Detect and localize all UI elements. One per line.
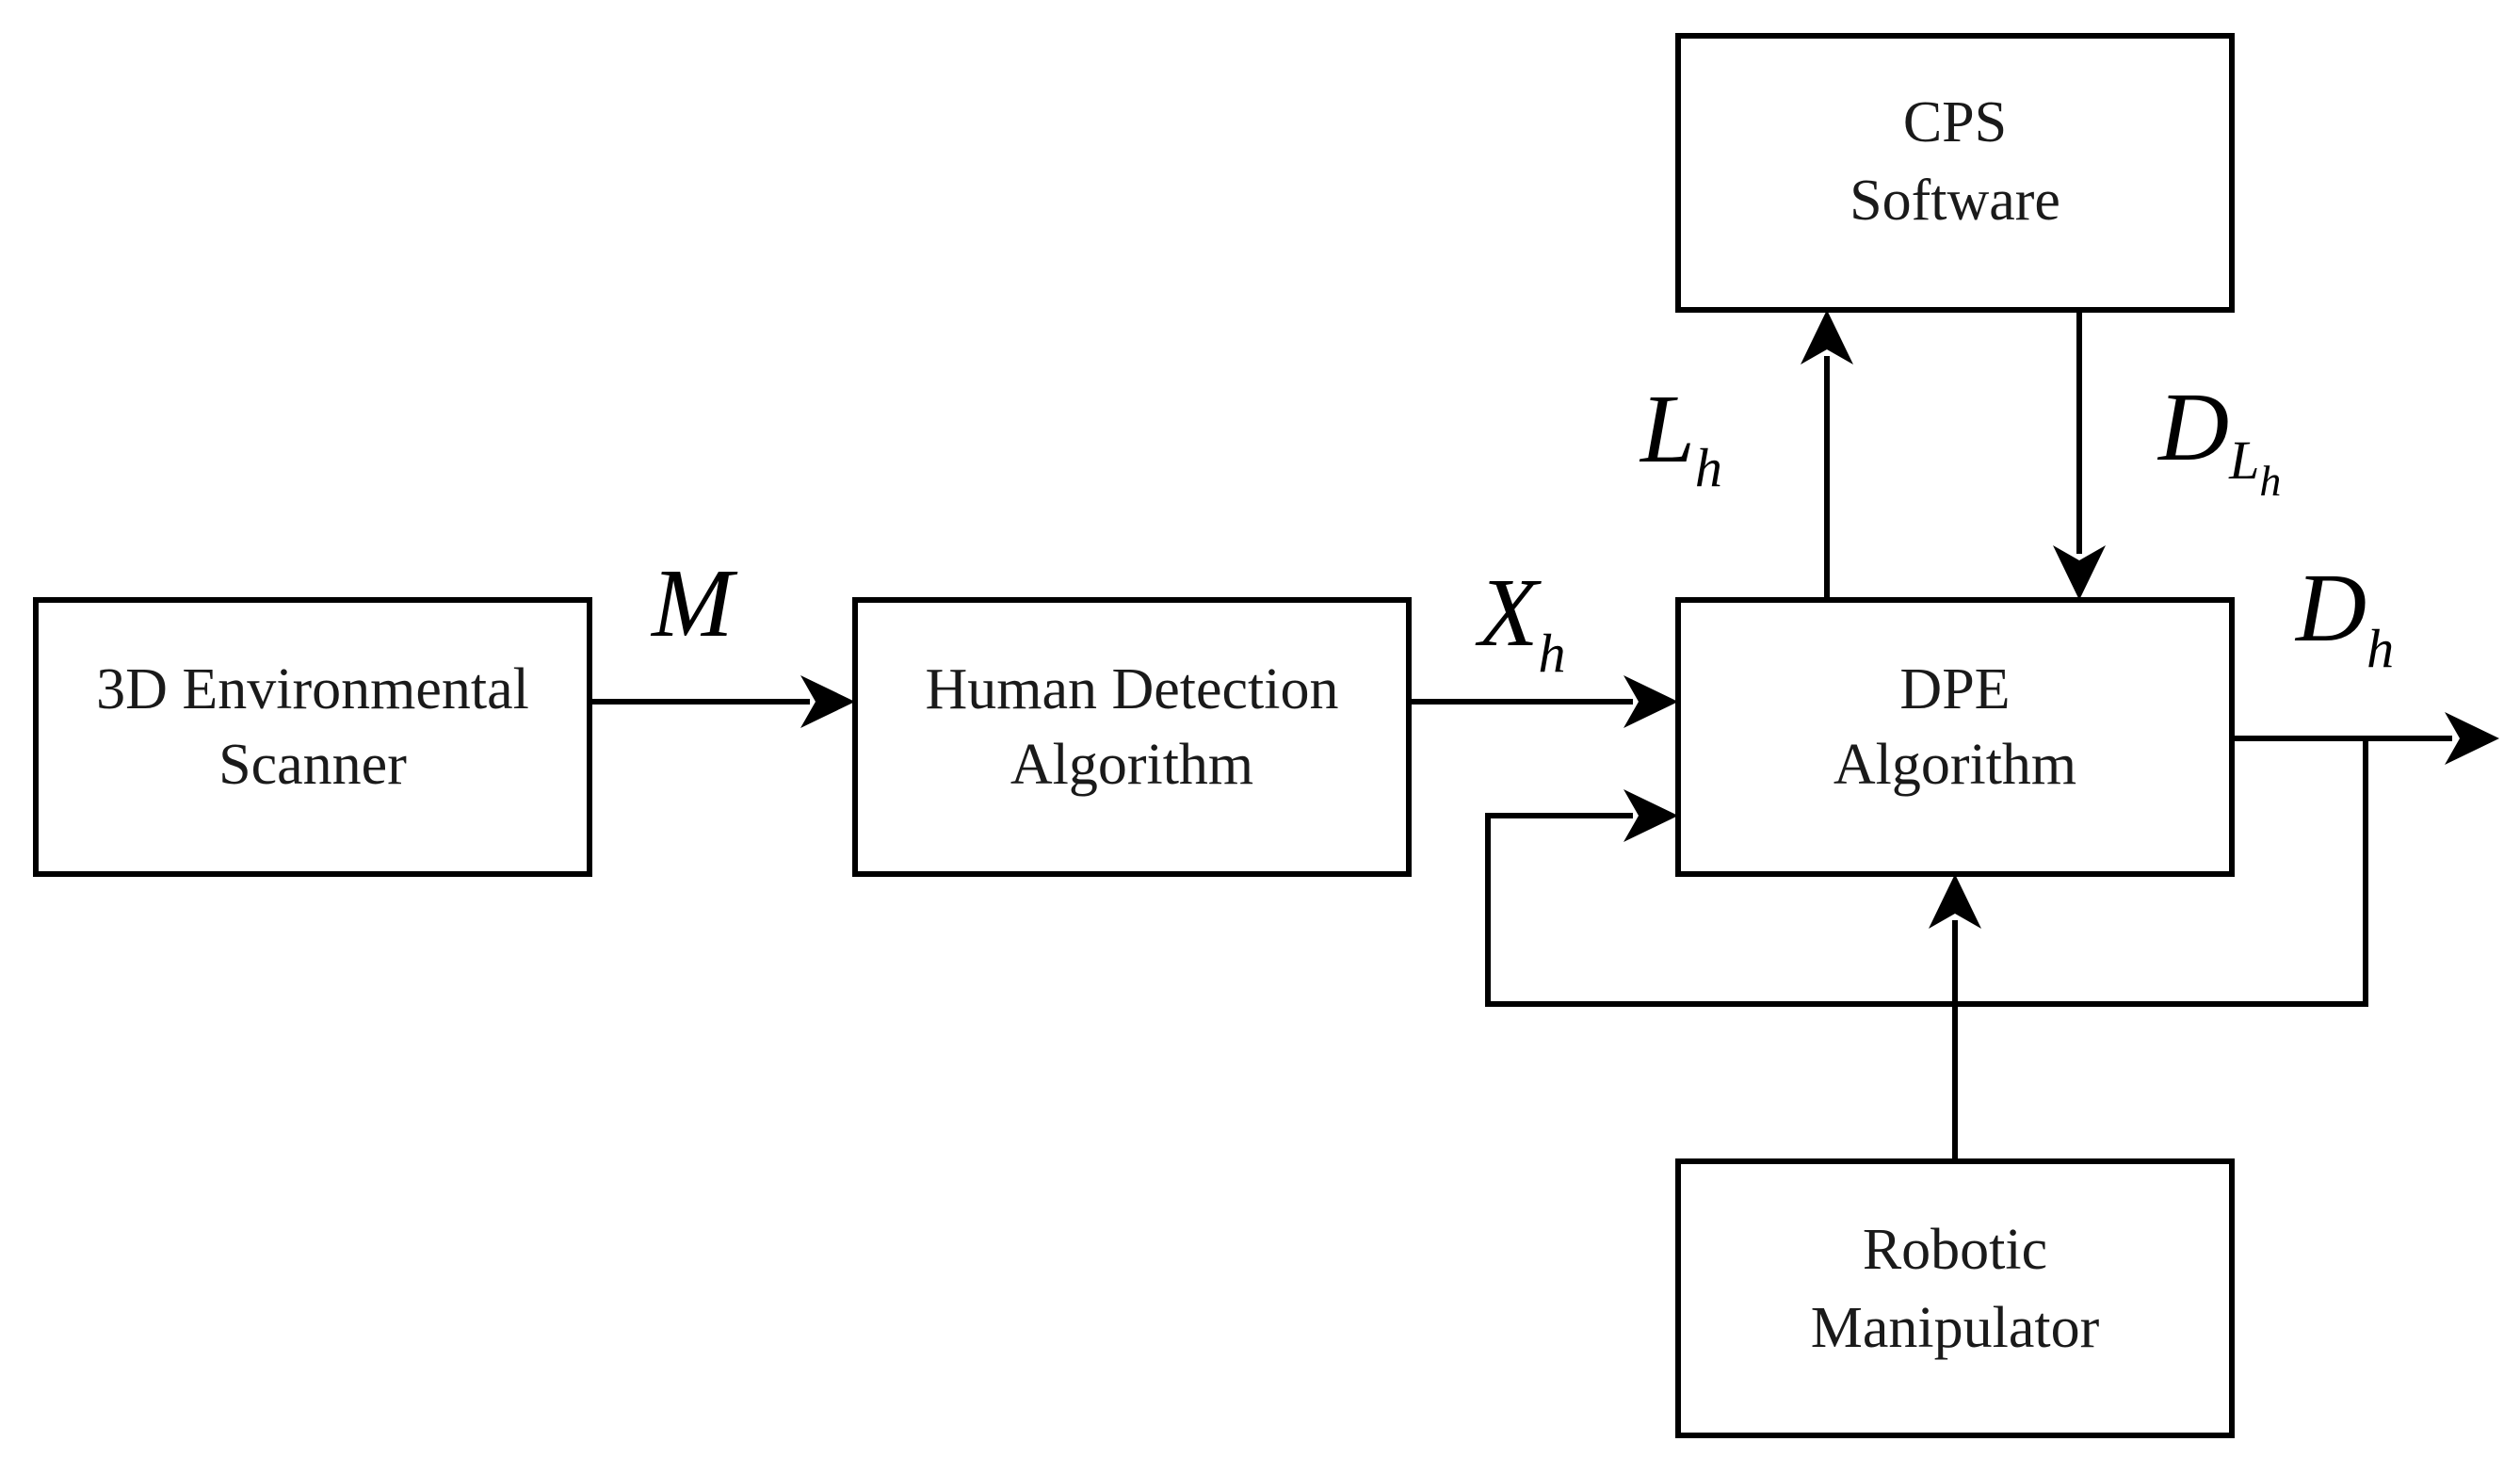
label-lh-subscript: h [1695,437,1722,498]
arrow-m-head [800,675,855,728]
robot-block: Robotic Manipulator [1675,1158,2235,1438]
scanner-label-line1: 3D Environmental [96,657,529,721]
human-detection-label-line2: Algorithm [1010,733,1253,797]
arrow-lh-head [1801,310,1853,364]
arrow-robot [1929,874,1981,1161]
arrow-lh [1801,310,1853,600]
arrow-dlh-head [2053,545,2106,600]
scanner-label-line2: Scanner [218,733,407,797]
human-detection-block: Human Detection Algorithm [852,597,1412,877]
label-dh-symbol: D [2294,554,2367,662]
arrow-dh-head [2445,712,2499,765]
dpe-box [1675,597,2235,877]
robot-label-line2: Manipulator [1811,1296,2100,1360]
human-detection-box [852,597,1412,877]
dpe-block: DPE Algorithm [1675,597,2235,877]
label-xh-subscript: h [1539,623,1566,684]
robot-box [1675,1158,2235,1438]
label-m-symbol: M [650,549,738,657]
arrow-m [590,675,855,728]
label-xh-symbol: X [1475,559,1542,667]
label-dlh-symbol: D [2157,373,2229,481]
label-lh: Lh [1639,375,1722,498]
feedback-arrow-head [1623,789,1678,842]
label-lh-symbol: L [1639,375,1695,483]
arrow-dlh [2053,310,2106,600]
cps-label-line2: Software [1850,169,2060,233]
arrow-xh [1409,675,1678,728]
cps-label-line1: CPS [1903,90,2007,154]
arrow-dh [2232,712,2499,765]
arrow-xh-head [1623,675,1678,728]
label-dlh-subscript: L [2228,429,2259,491]
dpe-label-line1: DPE [1899,657,2010,721]
cps-box [1675,33,2235,313]
label-dlh: DLh [2157,373,2281,505]
dpe-label-line2: Algorithm [1833,733,2076,797]
label-dh: Dh [2294,554,2394,679]
human-detection-label-line1: Human Detection [925,657,1338,721]
scanner-block: 3D Environmental Scanner [33,597,592,877]
robot-label-line1: Robotic [1863,1218,2047,1282]
arrow-robot-head [1929,874,1981,929]
scanner-box [33,597,592,877]
label-m: M [650,549,738,657]
label-xh: Xh [1475,559,1566,684]
label-dh-subscript: h [2367,618,2394,679]
label-dlh-subsubscript: h [2259,457,2281,505]
feedback-loop [1485,738,2368,1007]
cps-block: CPS Software [1675,33,2235,313]
